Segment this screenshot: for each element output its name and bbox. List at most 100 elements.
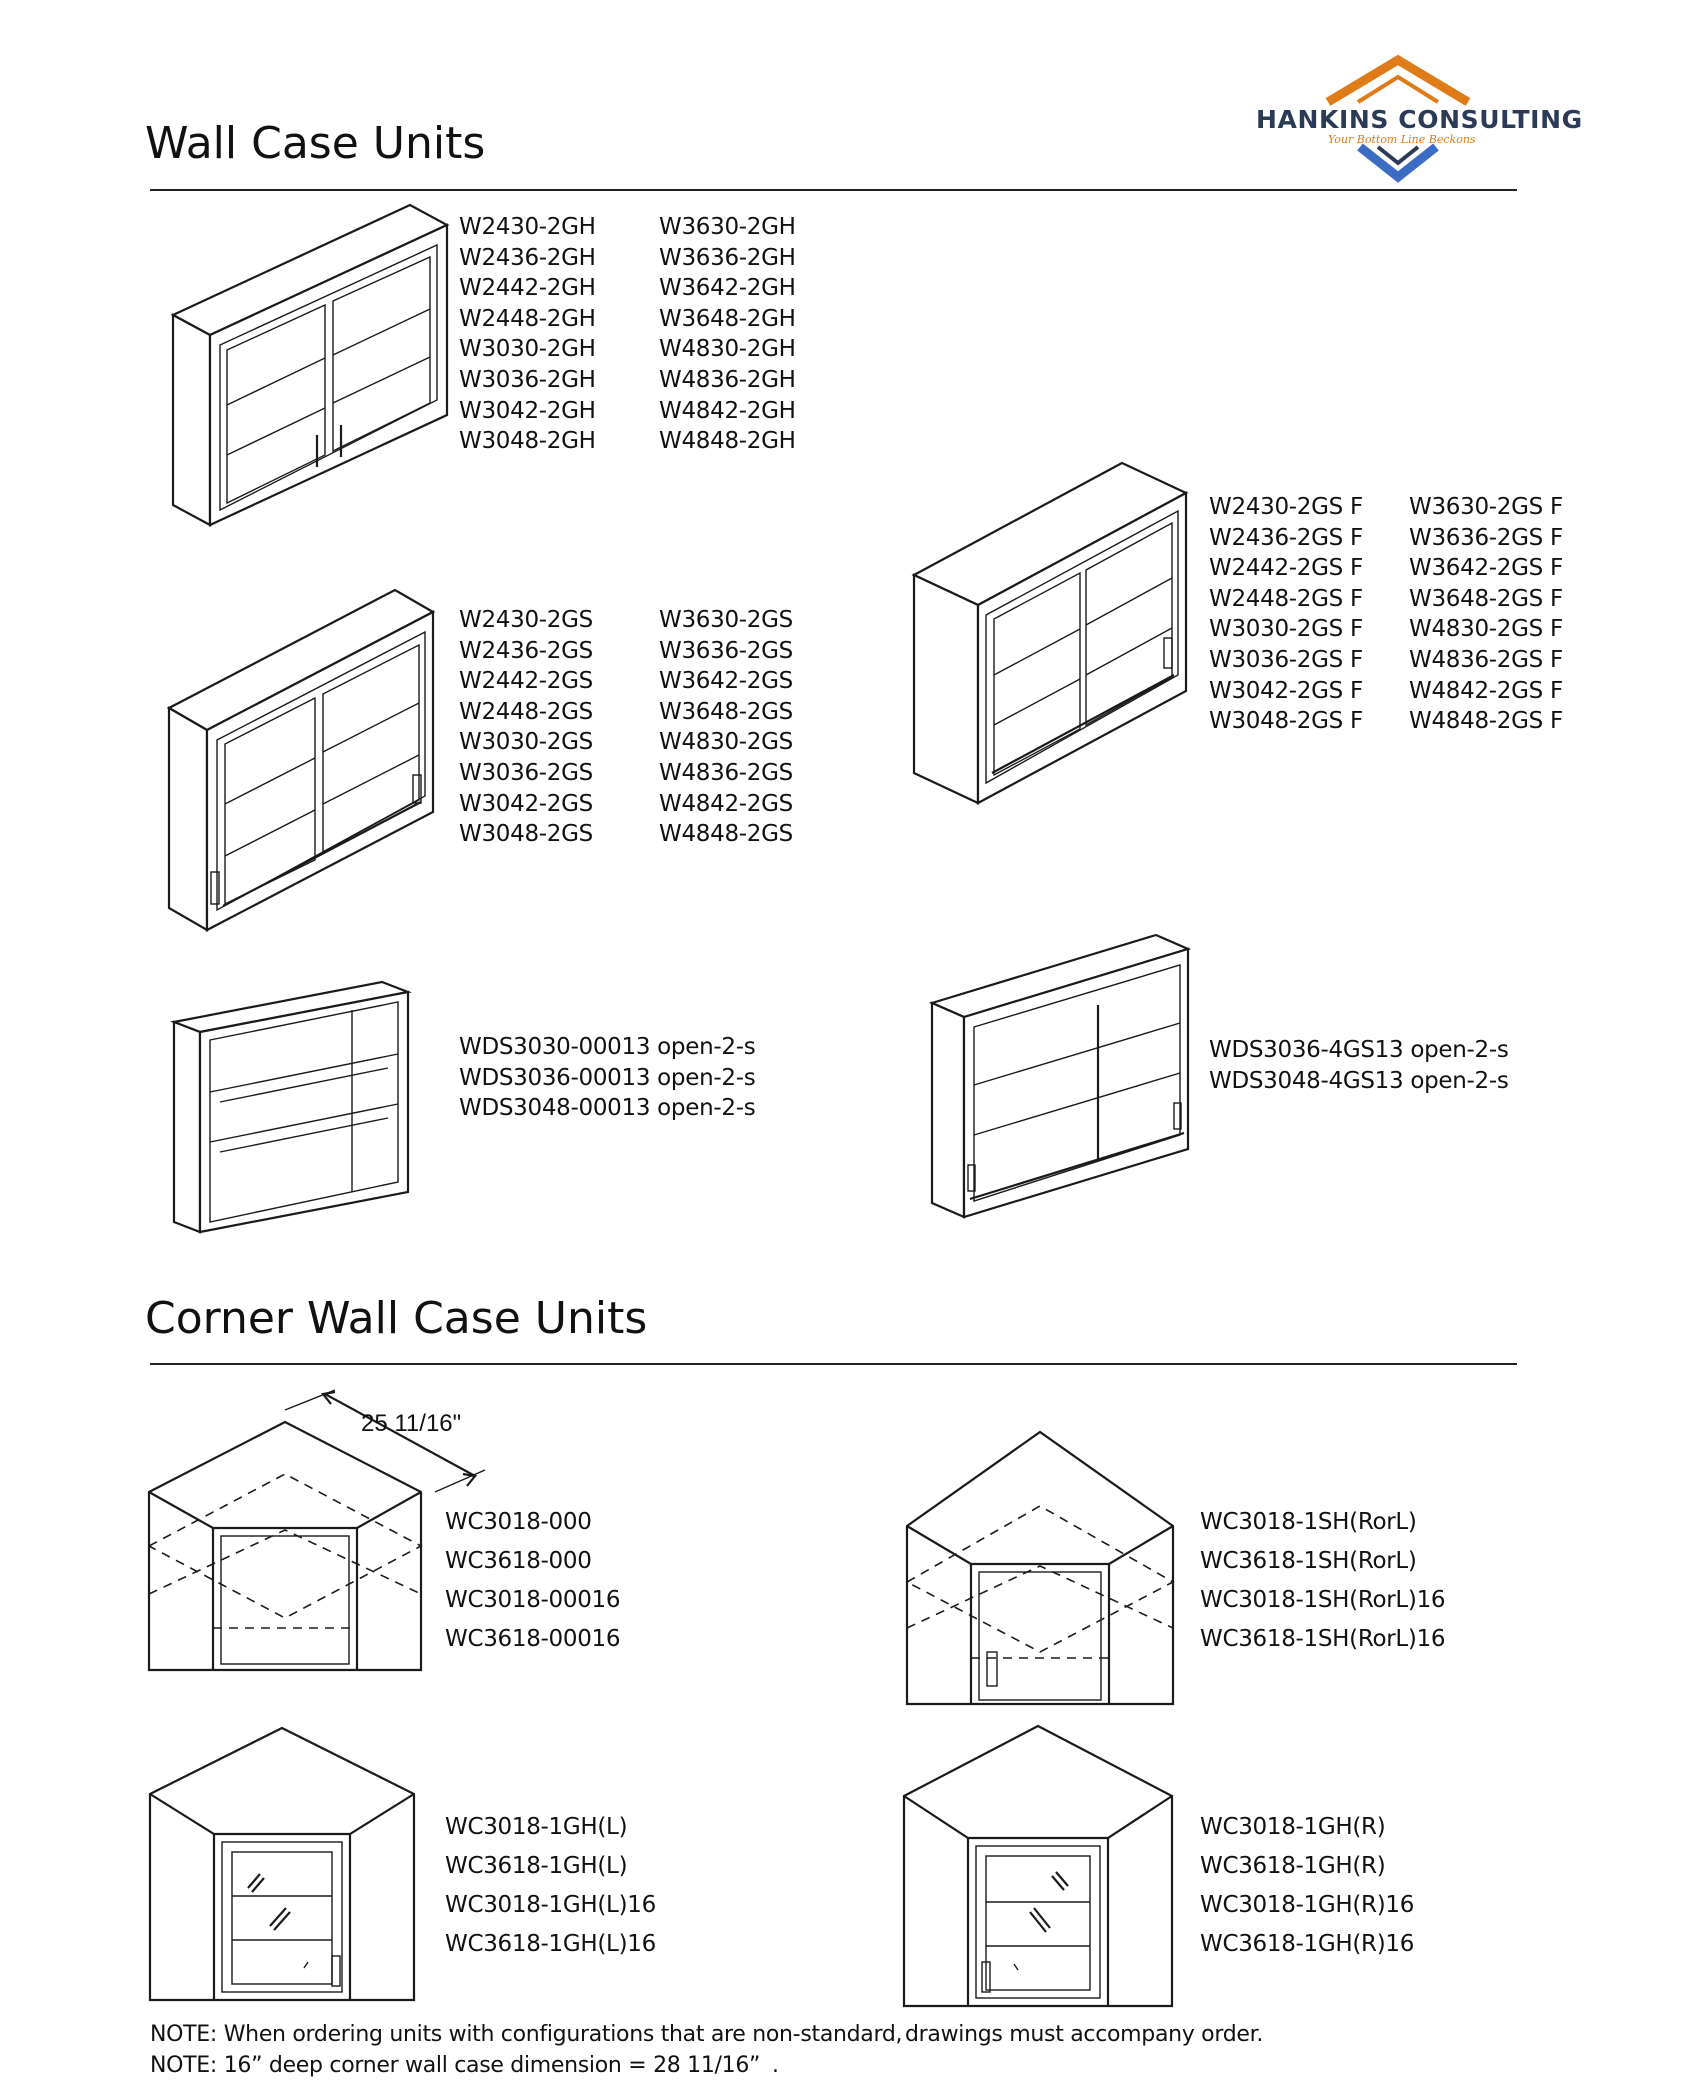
unit-code: WC3618-000 — [445, 1548, 592, 1574]
unit-code: W3036-2GS F — [1209, 646, 1363, 673]
unit-code: W4836-2GH — [659, 366, 796, 393]
unit-code: WC3018-1SH(RorL) — [1200, 1509, 1417, 1535]
corner-case-title: Corner Wall Case Units — [145, 1293, 648, 1344]
unit-code: W2436-2GH — [459, 244, 596, 271]
unit-code: W3642-2GH — [659, 275, 796, 302]
unit-code: W4830-2GH — [659, 336, 796, 363]
unit-code: W4848-2GH — [659, 428, 796, 455]
unit-code: WC3618-1SH(RorL) — [1200, 1548, 1417, 1574]
unit-code: WC3618-1GH(R) — [1200, 1853, 1386, 1879]
unit-code: W3030-2GS — [459, 729, 593, 756]
unit-code: WDS3048-00013 open-2-s — [459, 1095, 756, 1122]
unit-code: WDS3036-00013 open-2-s — [459, 1064, 756, 1091]
logo-name: HANKINS CONSULTING — [1256, 105, 1583, 134]
unit-code: W4842-2GH — [659, 397, 796, 424]
open-sliding-unit-codes: WDS3036-4GS13 open-2-s WDS3048-4GS13 ope… — [1209, 1035, 1509, 1096]
unit-code: W4842-2GS F — [1409, 677, 1563, 704]
unit-code: WC3618-1SH(RorL)16 — [1200, 1626, 1446, 1652]
unit-code: W2430-2GS F — [1209, 494, 1363, 520]
unit-code: W3648-2GS F — [1409, 585, 1563, 612]
unit-code: W3048-2GS — [459, 821, 593, 848]
unit-code: W2436-2GS — [459, 637, 593, 664]
unit-code: W4830-2GS — [659, 729, 793, 756]
unit-code: W4830-2GS F — [1409, 616, 1563, 643]
unit-code: WC3018-000 — [445, 1509, 592, 1535]
unit-code: W3636-2GS F — [1409, 524, 1563, 551]
open-unit-codes: WDS3030-00013 open-2-s WDS3036-00013 ope… — [459, 1032, 756, 1124]
sliding-f-codes-col2: W3630-2GS F W3636-2GS F W3642-2GS F W364… — [1409, 492, 1563, 737]
unit-code: W3030-2GS F — [1209, 616, 1363, 643]
note-nonstandard: NOTE: When ordering units with configura… — [150, 2022, 903, 2047]
unit-code: W3036-2GH — [459, 366, 596, 393]
hinged-glass-wall-case-drawing — [170, 203, 450, 527]
unit-code: W3042-2GS — [459, 790, 593, 817]
unit-code: WC3018-1SH(RorL)16 — [1200, 1587, 1446, 1613]
unit-code: W3042-2GH — [459, 397, 596, 424]
unit-code: W2430-2GS — [459, 607, 593, 633]
unit-code: W3030-2GH — [459, 336, 596, 363]
open-sliding-glass-wall-case-drawing — [928, 933, 1192, 1219]
unit-code: W3630-2GH — [659, 214, 796, 240]
unit-code: W4848-2GS — [659, 821, 793, 848]
unit-code: W3648-2GH — [659, 305, 796, 332]
unit-code: WDS3048-4GS13 open-2-s — [1209, 1067, 1509, 1094]
hinged-codes-col1: W2430-2GH W2436-2GH W2442-2GH W2448-2GH … — [459, 212, 596, 457]
unit-code: WC3018-00016 — [445, 1587, 621, 1613]
unit-code: WDS3036-4GS13 open-2-s — [1209, 1037, 1509, 1063]
unit-code: W2442-2GS F — [1209, 555, 1363, 582]
corner-glass-right-drawing — [902, 1724, 1174, 2008]
unit-code: W2448-2GH — [459, 305, 596, 332]
unit-code: W2442-2GH — [459, 275, 596, 302]
unit-code: W3630-2GS — [659, 607, 793, 633]
note-drawings-required: drawings must accompany order. — [905, 2022, 1264, 2047]
corner-solid-door-codes: WC3018-1SH(RorL) WC3618-1SH(RorL) WC3018… — [1200, 1503, 1446, 1659]
unit-code: W4842-2GS — [659, 790, 793, 817]
corner-glass-right-codes: WC3018-1GH(R) WC3618-1GH(R) WC3018-1GH(R… — [1200, 1808, 1414, 1964]
unit-code: WC3618-1GH(L) — [445, 1853, 628, 1879]
unit-code: WC3018-1GH(L) — [445, 1814, 628, 1840]
sliding-codes-col2: W3630-2GS W3636-2GS W3642-2GS W3648-2GS … — [659, 605, 793, 850]
unit-code: W2430-2GH — [459, 214, 596, 240]
unit-code: W3048-2GS F — [1209, 708, 1363, 735]
unit-code: W4848-2GS F — [1409, 708, 1563, 735]
hinged-codes-col2: W3630-2GH W3636-2GH W3642-2GH W3648-2GH … — [659, 212, 796, 457]
corner-glass-left-codes: WC3018-1GH(L) WC3618-1GH(L) WC3018-1GH(L… — [445, 1808, 656, 1964]
note-corner-dimension: NOTE: 16” deep corner wall case dimensio… — [150, 2053, 761, 2078]
sliding-codes-col1: W2430-2GS W2436-2GS W2442-2GS W2448-2GS … — [459, 605, 593, 850]
unit-code: W2442-2GS — [459, 668, 593, 695]
unit-code: W2448-2GS — [459, 698, 593, 725]
wall-case-title: Wall Case Units — [145, 118, 486, 169]
unit-code: WC3618-00016 — [445, 1626, 621, 1652]
open-shelf-wall-case-drawing — [170, 980, 412, 1234]
sliding-glass-wall-case-drawing — [166, 588, 436, 932]
sliding-f-codes-col1: W2430-2GS F W2436-2GS F W2442-2GS F W244… — [1209, 492, 1363, 737]
unit-code: WC3018-1GH(L)16 — [445, 1892, 656, 1918]
sliding-glass-f-wall-case-drawing — [911, 461, 1189, 805]
unit-code: W3630-2GS F — [1409, 494, 1563, 520]
unit-code: WC3018-1GH(R)16 — [1200, 1892, 1415, 1918]
unit-code: W3636-2GS — [659, 637, 793, 664]
corner-case-divider — [150, 1363, 1517, 1365]
unit-code: W3036-2GS — [459, 759, 593, 786]
corner-solid-door-drawing — [905, 1430, 1175, 1706]
logo-tagline: Your Bottom Line Beckons — [1328, 133, 1476, 146]
unit-code: W3048-2GH — [459, 428, 596, 455]
unit-code: W2448-2GS F — [1209, 585, 1363, 612]
unit-code: W3636-2GH — [659, 244, 796, 271]
unit-code: W3642-2GS — [659, 668, 793, 695]
unit-code: WDS3030-00013 open-2-s — [459, 1034, 756, 1060]
corner-open-drawing — [147, 1389, 486, 1672]
unit-code: W4836-2GS — [659, 759, 793, 786]
unit-code: WC3618-1GH(L)16 — [445, 1931, 656, 1957]
corner-glass-left-drawing — [148, 1726, 416, 2002]
logo-house-icon — [1325, 54, 1471, 183]
unit-code: W3648-2GS — [659, 698, 793, 725]
corner-open-codes: WC3018-000 WC3618-000 WC3018-00016 WC361… — [445, 1503, 621, 1659]
unit-code: WC3618-1GH(R)16 — [1200, 1931, 1415, 1957]
corner-depth-dimension: 25 11/16" — [361, 1410, 462, 1437]
company-logo: HANKINS CONSULTING Your Bottom Line Beck… — [1240, 54, 1582, 185]
note-trailing-period: . — [772, 2053, 779, 2078]
unit-code: W4836-2GS F — [1409, 646, 1563, 673]
unit-code: WC3018-1GH(R) — [1200, 1814, 1386, 1840]
wall-case-divider — [150, 189, 1517, 191]
